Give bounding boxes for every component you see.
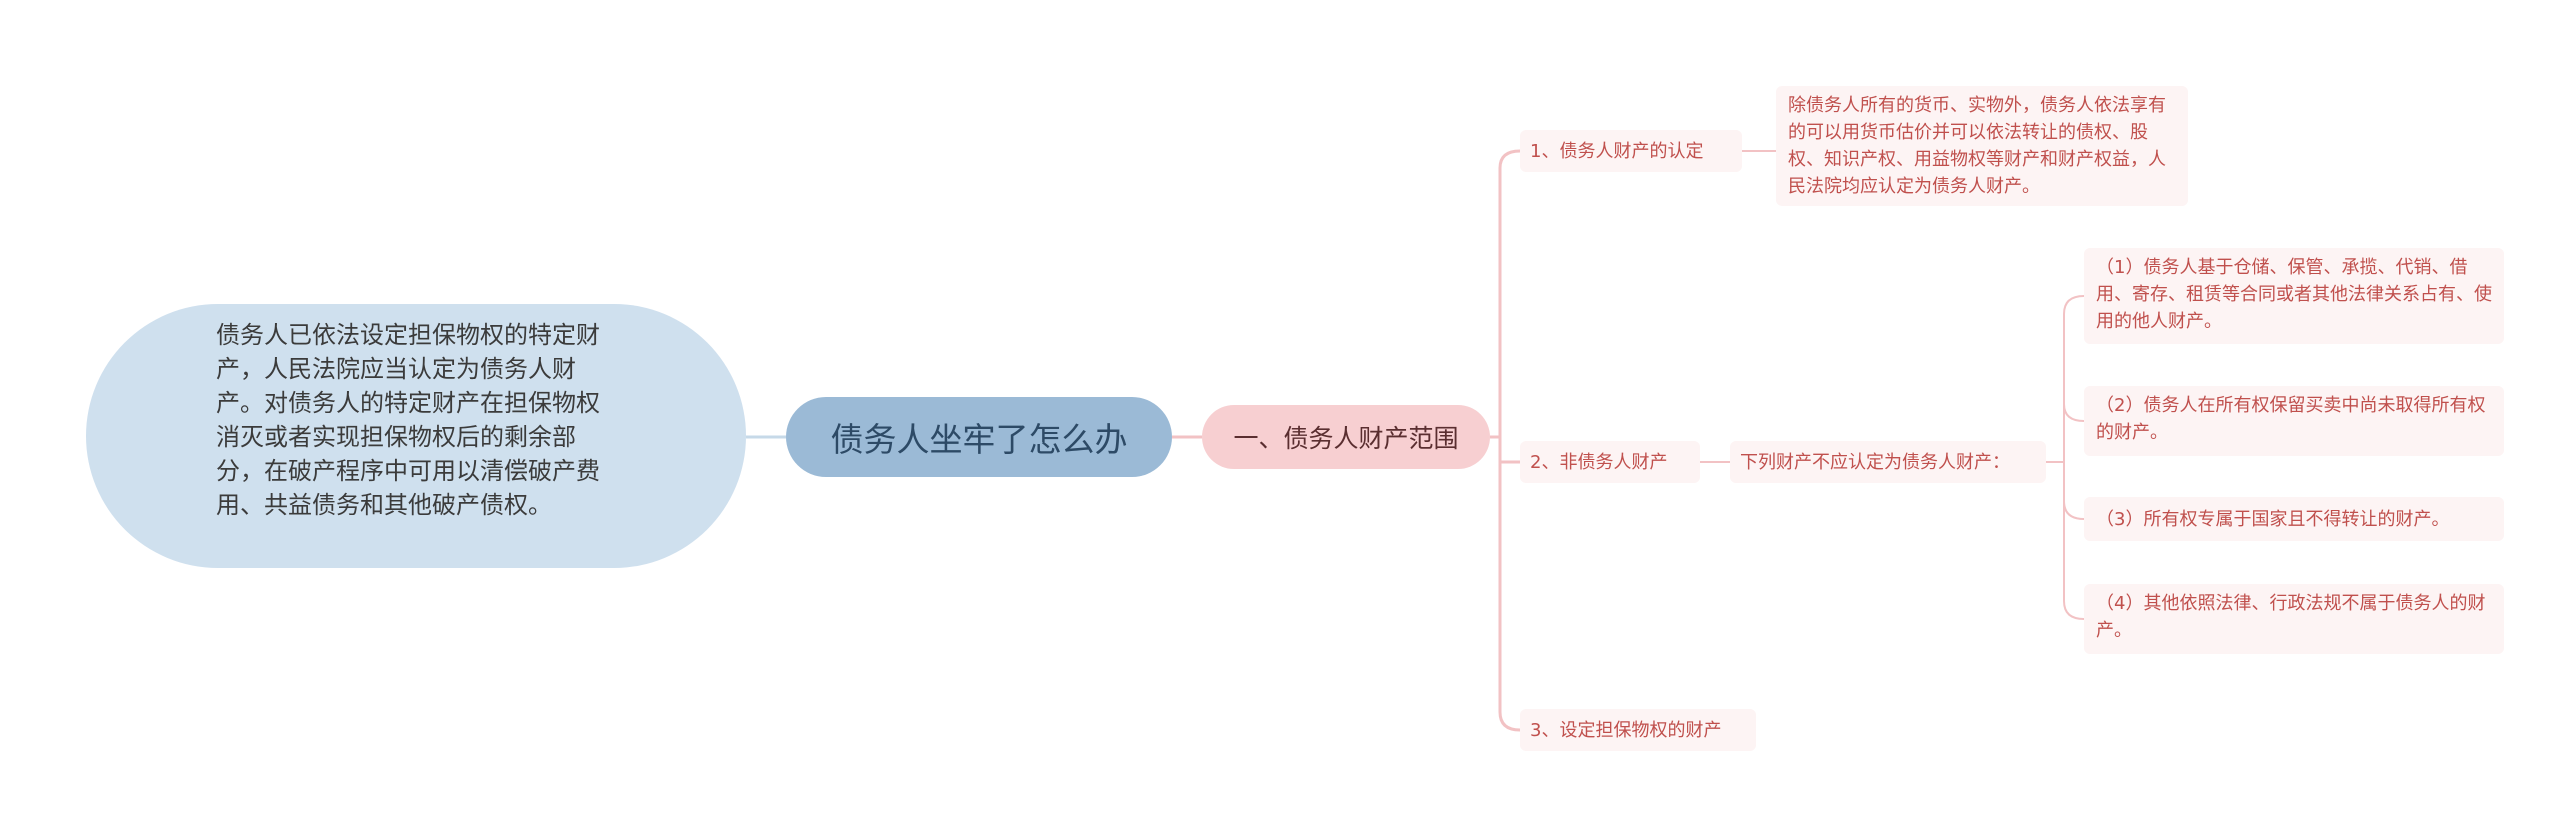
connector-level1-to-branches bbox=[1490, 149, 1521, 732]
branch-2-item-4-text: （4）其他依照法律、行政法规不属于债务人的财产。 bbox=[2096, 593, 2486, 641]
branch-2-item-1[interactable]: （1）债务人基于仓储、保管、承揽、代销、借用、寄存、租赁等合同或者其他法律关系占… bbox=[2084, 248, 2504, 344]
branch-2-node[interactable]: 2、非债务人财产 bbox=[1520, 441, 1700, 483]
level1-topic-label: 一、债务人财产范围 bbox=[1233, 424, 1459, 453]
branch-1-detail-node[interactable]: 除债务人所有的货币、实物外，债务人依法享有的可以用货币估价并可以依法转让的债权、… bbox=[1776, 86, 2188, 206]
left-note-bubble[interactable]: 债务人已依法设定担保物权的特定财产，人民法院应当认定为债务人财产。对债务人的特定… bbox=[86, 304, 746, 568]
branch-2-item-2[interactable]: （2）债务人在所有权保留买卖中尚未取得所有权的财产。 bbox=[2084, 386, 2504, 456]
branch-2-item-1-text: （1）债务人基于仓储、保管、承揽、代销、借用、寄存、租赁等合同或者其他法律关系占… bbox=[2096, 257, 2492, 332]
branch-2-item-2-text: （2）债务人在所有权保留买卖中尚未取得所有权的财产。 bbox=[2096, 395, 2486, 443]
branch-3-label: 3、设定担保物权的财产 bbox=[1530, 719, 1722, 741]
branch-1-detail-text: 除债务人所有的货币、实物外，债务人依法享有的可以用货币估价并可以依法转让的债权、… bbox=[1788, 95, 2166, 197]
root-topic[interactable]: 债务人坐牢了怎么办 bbox=[786, 397, 1172, 477]
branch-3-node[interactable]: 3、设定担保物权的财产 bbox=[1520, 709, 1756, 751]
branch-2-intro-text: 下列财产不应认定为债务人财产： bbox=[1740, 451, 2010, 473]
branch-2-item-4[interactable]: （4）其他依照法律、行政法规不属于债务人的财产。 bbox=[2084, 584, 2504, 654]
branch-1-label: 1、债务人财产的认定 bbox=[1530, 140, 1704, 162]
level1-topic[interactable]: 一、债务人财产范围 bbox=[1202, 405, 1490, 469]
connector-intro-to-items bbox=[2046, 295, 2085, 620]
left-note-text: 债务人已依法设定担保物权的特定财产，人民法院应当认定为债务人财产。对债务人的特定… bbox=[216, 321, 600, 519]
branch-2-intro-node[interactable]: 下列财产不应认定为债务人财产： bbox=[1730, 441, 2046, 483]
branch-2-item-3[interactable]: （3）所有权专属于国家且不得转让的财产。 bbox=[2084, 497, 2504, 541]
branch-2-item-3-text: （3）所有权专属于国家且不得转让的财产。 bbox=[2096, 508, 2450, 530]
branch-2-label: 2、非债务人财产 bbox=[1530, 451, 1668, 473]
branch-1-node[interactable]: 1、债务人财产的认定 bbox=[1520, 130, 1742, 172]
root-topic-label: 债务人坐牢了怎么办 bbox=[830, 420, 1128, 459]
